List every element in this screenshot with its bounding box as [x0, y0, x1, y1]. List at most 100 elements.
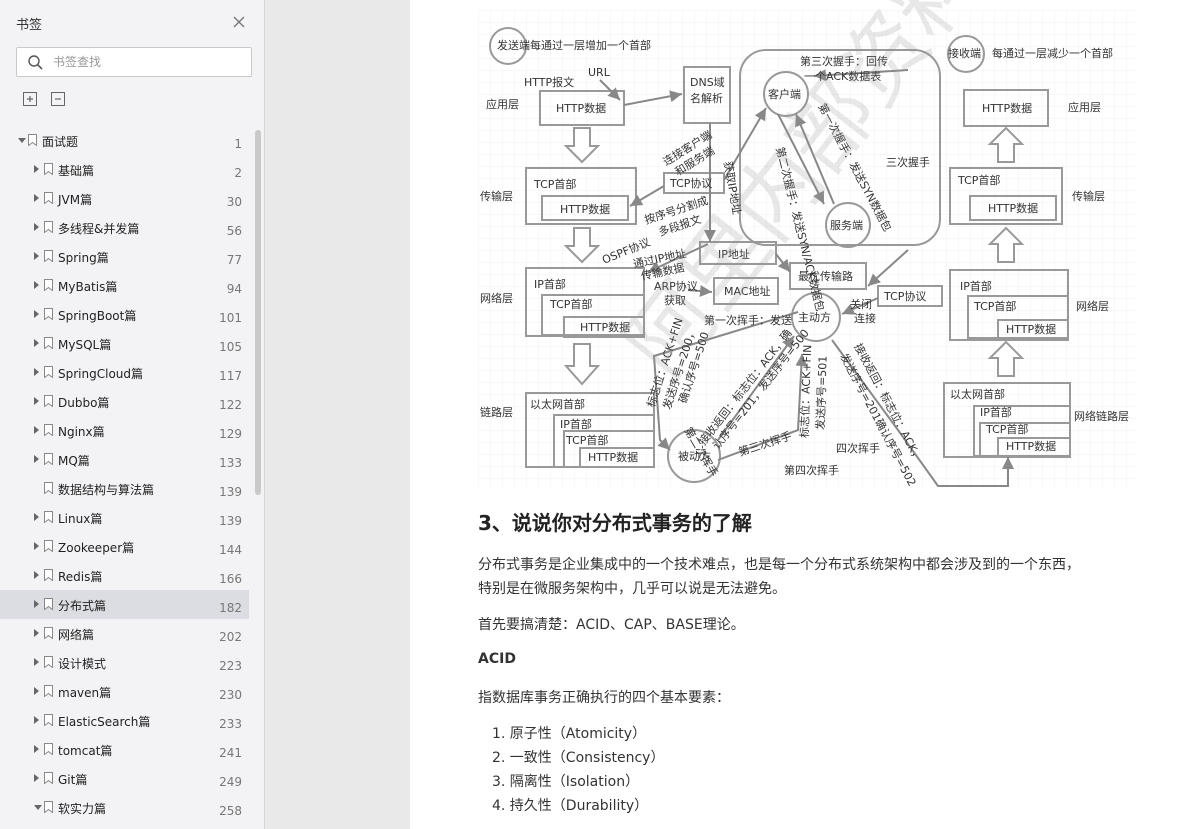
- bookmark-label: 数据结构与算法篇: [58, 483, 155, 497]
- paragraph: 指数据库事务正确执行的四个基本要素：: [478, 690, 730, 706]
- bookmark-icon: [44, 366, 53, 378]
- active-side-node: 主动方: [798, 310, 831, 324]
- bookmark-label: Dubbo篇: [58, 396, 110, 410]
- list-item: 1. 原子性（Atomicity）: [492, 726, 647, 742]
- collapsed-arrow-icon[interactable]: [34, 339, 39, 347]
- layer-label: 链路层: [480, 405, 513, 419]
- diagram-label: 发送序号=501: [813, 355, 830, 430]
- bookmark-label: 网络篇: [58, 628, 95, 642]
- collapsed-arrow-icon[interactable]: [34, 716, 39, 724]
- section-heading: 3、说说你对分布式事务的了解: [478, 511, 752, 535]
- diagram-label: 第三次握手：回传: [800, 54, 888, 68]
- collapsed-arrow-icon[interactable]: [34, 513, 39, 521]
- bookmark-search-input[interactable]: [53, 52, 243, 72]
- diagram-label: IP首部: [560, 417, 592, 431]
- diagram-label: TCP首部: [533, 177, 576, 191]
- bookmark-label: ElasticSearch篇: [58, 715, 151, 729]
- bookmark-icon: [44, 627, 53, 639]
- bookmark-label: Redis篇: [58, 570, 103, 584]
- bookmark-item[interactable]: ElasticSearch篇 233: [0, 706, 249, 735]
- diagram-label: 标志位：ACK+FIN: [797, 344, 814, 438]
- diagram-label: TCP首部: [549, 297, 592, 311]
- bookmark-icon: [44, 801, 53, 813]
- client-node: 客户端: [768, 87, 801, 101]
- bookmark-page-number: 233: [219, 717, 242, 731]
- collapsed-arrow-icon[interactable]: [34, 629, 39, 637]
- diagram-label: TCP首部: [985, 422, 1028, 436]
- bookmark-label: Linux篇: [58, 512, 103, 526]
- diagram-label: DNS域: [690, 76, 725, 89]
- diagram-label: 一个ACK数据表: [804, 69, 881, 83]
- bookmark-item[interactable]: MQ篇 133: [0, 445, 249, 474]
- diagram-label: URL: [588, 66, 611, 79]
- bookmark-page-number: 133: [219, 456, 242, 470]
- bookmark-page-number: 101: [219, 311, 242, 325]
- bookmark-scrollbar[interactable]: [254, 126, 262, 829]
- passive-side-node: 被动方: [678, 449, 711, 463]
- bookmark-search-box[interactable]: [16, 47, 252, 77]
- expanded-arrow-icon[interactable]: [34, 805, 42, 810]
- bookmark-label: Spring篇: [58, 251, 109, 265]
- bookmark-panel: 书签 面试题1基础篇2JVM篇30多线程&并发篇56Spring篇77MyBat…: [0, 0, 265, 829]
- collapsed-arrow-icon[interactable]: [34, 745, 39, 753]
- collapsed-arrow-icon[interactable]: [34, 368, 39, 376]
- bookmark-label: SpringCloud篇: [58, 367, 144, 381]
- expanded-arrow-icon[interactable]: [18, 138, 26, 143]
- collapsed-arrow-icon[interactable]: [34, 658, 39, 666]
- close-icon[interactable]: [231, 14, 247, 30]
- collapsed-arrow-icon[interactable]: [34, 774, 39, 782]
- bookmark-label: Zookeeper篇: [58, 541, 135, 555]
- bookmark-page-number: 182: [219, 601, 242, 615]
- bookmark-page-number: 129: [219, 427, 242, 441]
- collapsed-arrow-icon[interactable]: [34, 252, 39, 260]
- collapsed-arrow-icon[interactable]: [34, 165, 39, 173]
- scrollbar-thumb[interactable]: [255, 130, 261, 495]
- collapsed-arrow-icon[interactable]: [34, 310, 39, 318]
- collapsed-arrow-icon[interactable]: [34, 455, 39, 463]
- bookmark-icon: [44, 221, 53, 233]
- bookmark-label: MQ篇: [58, 454, 90, 468]
- collapsed-arrow-icon[interactable]: [34, 223, 39, 231]
- collapsed-arrow-icon[interactable]: [34, 542, 39, 550]
- collapsed-arrow-icon[interactable]: [34, 426, 39, 434]
- collapse-all-icon[interactable]: [51, 92, 65, 106]
- collapsed-arrow-icon[interactable]: [34, 600, 39, 608]
- bookmark-label: 面试题: [42, 135, 79, 149]
- diagram-label: 关闭: [850, 297, 872, 311]
- collapsed-arrow-icon[interactable]: [34, 397, 39, 405]
- diagram-label: HTTP数据: [982, 101, 1032, 115]
- collapsed-arrow-icon[interactable]: [34, 281, 39, 289]
- collapsed-arrow-icon[interactable]: [34, 571, 39, 579]
- collapsed-arrow-icon[interactable]: [34, 194, 39, 202]
- document-page: 发送端 每通过一层增加一个首部 接收端 每通过一层减少一个首部 应用层 应用层 …: [410, 0, 1195, 829]
- diagram-label: HTTP数据: [1006, 439, 1056, 453]
- bookmark-icon: [44, 656, 53, 668]
- bookmark-label: 设计模式: [58, 657, 107, 671]
- bookmark-icon: [44, 337, 53, 349]
- collapsed-arrow-icon[interactable]: [34, 687, 39, 695]
- expand-all-icon[interactable]: [23, 92, 37, 106]
